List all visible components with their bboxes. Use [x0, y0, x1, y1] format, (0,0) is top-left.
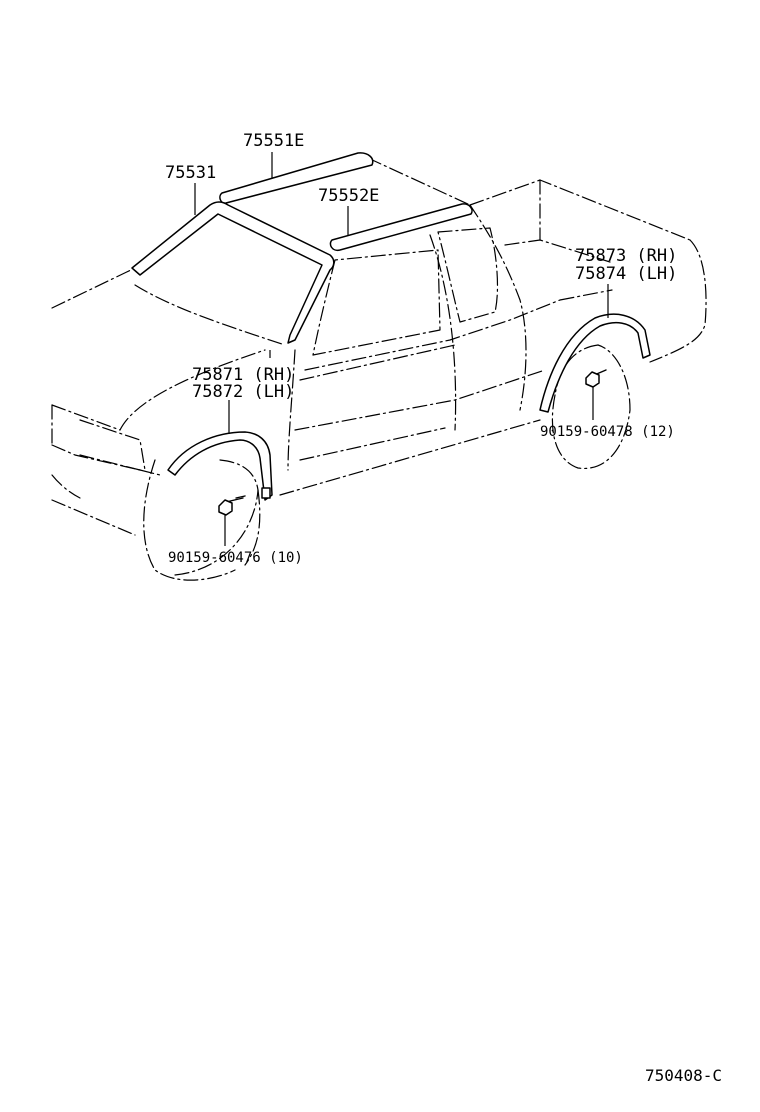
roof-drip-molding-front	[219, 152, 374, 204]
part-label-75551e: 75551E	[243, 131, 304, 151]
rear-screw-icon	[585, 369, 607, 388]
windshield-molding	[131, 201, 335, 344]
front-screw-icon	[218, 495, 246, 516]
part-label-75872-lh: 75872 (LH)	[192, 382, 294, 402]
part-label-75531: 75531	[165, 163, 216, 183]
truck-body-outline	[51, 157, 707, 581]
part-label-90159-60476: 90159-60476 (10)	[168, 550, 303, 566]
front-fender-flare	[167, 431, 273, 501]
part-label-75873-rh: 75873 (RH)	[575, 246, 677, 266]
leader-lines	[194, 152, 609, 546]
part-label-90159-60478: 90159-60478 (12)	[540, 424, 675, 440]
part-label-75874-lh: 75874 (LH)	[575, 264, 677, 284]
figure-code: 750408-C	[645, 1066, 722, 1085]
part-label-75871-rh: 75871 (RH)	[192, 365, 294, 385]
rear-fender-flare	[539, 313, 651, 413]
part-label-75552e: 75552E	[318, 186, 379, 206]
roof-drip-molding-rear	[329, 203, 473, 252]
